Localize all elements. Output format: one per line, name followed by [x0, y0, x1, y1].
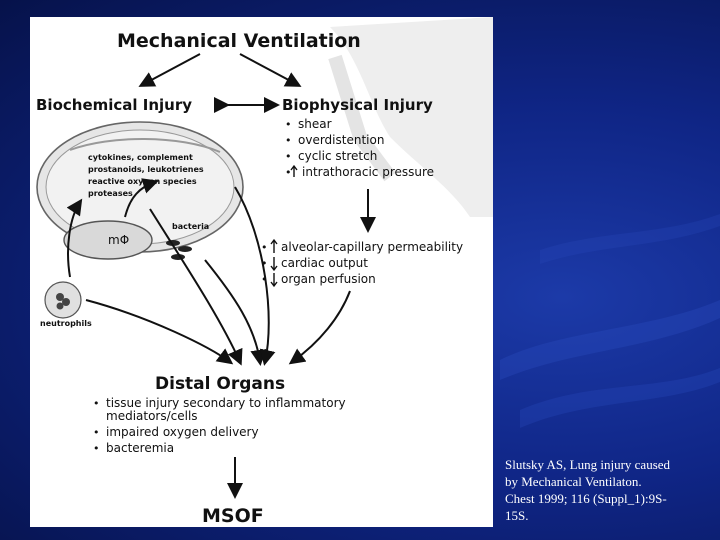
item-shear: shear — [298, 117, 332, 131]
citation-line: Slutsky AS, Lung injury caused — [505, 456, 710, 473]
down-arrow-icon — [271, 273, 277, 286]
label-msof: MSOF — [202, 505, 264, 527]
svg-text:•: • — [261, 241, 268, 254]
label-distal-organs: Distal Organs — [155, 374, 285, 394]
distal-impaired-oxygen: impaired oxygen delivery — [106, 425, 259, 439]
svg-text:•: • — [93, 442, 100, 455]
distal-bacteremia: bacteremia — [106, 441, 174, 455]
effects-list: • alveolar-capillary permeability • card… — [261, 240, 463, 286]
figure-panel: Mechanical Ventilation Biochemical Injur… — [30, 17, 493, 527]
svg-text:•: • — [285, 150, 292, 163]
distal-mediators-cells: mediators/cells — [106, 409, 198, 423]
item-cyclic-stretch: cyclic stretch — [298, 149, 377, 163]
svg-text:•: • — [261, 257, 268, 270]
item-overdistention: overdistention — [298, 133, 384, 147]
citation-line: by Mechanical Ventilaton. — [505, 473, 710, 490]
svg-text:•: • — [261, 273, 268, 286]
svg-text:•: • — [285, 166, 292, 179]
label-neutrophils: neutrophils — [40, 319, 92, 328]
mediator-proteases: proteases — [88, 189, 133, 198]
arrow-to-biochemical — [142, 54, 200, 85]
distal-list: • tissue injury secondary to inflammator… — [93, 396, 346, 455]
label-macrophage: mΦ — [108, 233, 129, 247]
item-intrathoracic-pressure: intrathoracic pressure — [302, 165, 434, 179]
svg-text:•: • — [93, 426, 100, 439]
effect-permeability: alveolar-capillary permeability — [281, 240, 463, 254]
arrow-neutrophils-distal — [86, 300, 230, 362]
label-biochemical-injury: Biochemical Injury — [36, 96, 192, 114]
arrow-to-biophysical — [240, 54, 298, 85]
mediator-ros: reactive oxygen species — [88, 177, 197, 186]
title-mechanical-ventilation: Mechanical Ventilation — [117, 30, 361, 52]
label-biophysical-injury: Biophysical Injury — [282, 96, 433, 114]
citation: Slutsky AS, Lung injury caused by Mechan… — [505, 456, 710, 524]
citation-line: 15S. — [505, 507, 710, 524]
mediator-prostanoids: prostanoids, leukotrienes — [88, 165, 204, 174]
neutrophil-illustration — [45, 282, 81, 318]
distal-tissue-injury: tissue injury secondary to inflammatory — [106, 396, 346, 410]
effect-organ-perfusion: organ perfusion — [281, 272, 376, 286]
citation-line: Chest 1999; 116 (Suppl_1):9S- — [505, 490, 710, 507]
arrow-effects-distal — [292, 291, 350, 362]
up-arrow-icon — [271, 240, 277, 253]
effect-cardiac-output: cardiac output — [281, 256, 368, 270]
svg-text:•: • — [285, 134, 292, 147]
up-arrow-icon — [291, 166, 297, 177]
mediator-cytokines: cytokines, complement — [88, 153, 193, 162]
svg-text:•: • — [93, 397, 100, 410]
diagram: Mechanical Ventilation Biochemical Injur… — [30, 17, 493, 527]
label-bacteria: bacteria — [172, 222, 209, 231]
svg-text:•: • — [285, 118, 292, 131]
down-arrow-icon — [271, 257, 277, 270]
